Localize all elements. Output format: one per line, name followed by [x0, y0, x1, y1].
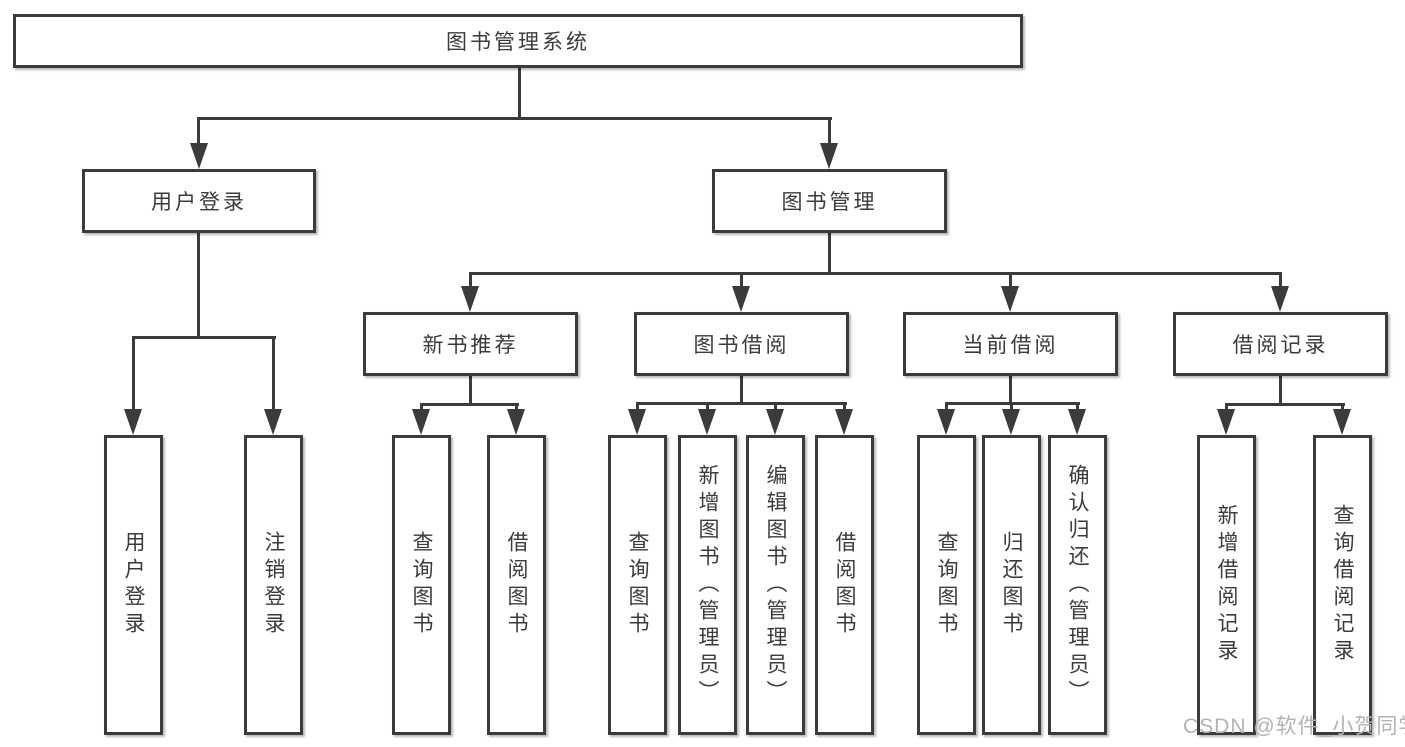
- node-leaf-borrow-books-1: 借阅图书: [487, 435, 546, 735]
- node-book-borrow: 图书借阅: [634, 312, 849, 376]
- node-leaf-borrow-books-1-label: 借阅图书: [505, 531, 528, 639]
- node-book-management-label: 图书管理: [781, 191, 878, 214]
- node-leaf-query-borrow-record-label: 查询借阅记录: [1331, 504, 1354, 666]
- node-leaf-query-books-1: 查询图书: [392, 435, 451, 735]
- node-leaf-add-borrow-record: 新增借阅记录: [1197, 435, 1256, 735]
- arrow-down-leaf-return-book: [1002, 409, 1020, 435]
- connector-leaf-stem: [945, 402, 948, 411]
- node-leaf-logout: 注销登录: [244, 435, 303, 735]
- connector-new-book-stem: [469, 272, 472, 288]
- arrow-down-leaf-query-books-1: [412, 409, 430, 435]
- node-leaf-query-books-3: 查询图书: [917, 435, 976, 735]
- connector-user-login-stem: [197, 117, 200, 144]
- node-leaf-confirm-return-admin-label: 确认归还（管理员）: [1066, 463, 1089, 707]
- node-borrow-records: 借阅记录: [1173, 312, 1388, 376]
- node-library-management-system-label: 图书管理系统: [446, 31, 590, 54]
- arrow-down-leaf-edit-book: [766, 409, 784, 435]
- node-leaf-add-book-admin: 新增图书（管理员）: [678, 435, 737, 735]
- arrow-down-current-borrow: [1001, 286, 1019, 312]
- node-leaf-edit-book-admin: 编辑图书（管理员）: [746, 435, 805, 735]
- connector-leaf-stem: [774, 402, 777, 411]
- connector-leaf-stem: [843, 402, 846, 411]
- node-book-borrow-label: 图书借阅: [693, 334, 790, 357]
- node-leaf-query-borrow-record: 查询借阅记录: [1313, 435, 1372, 735]
- node-user-login: 用户登录: [82, 169, 316, 233]
- node-book-management: 图书管理: [712, 169, 947, 233]
- connector-user-login-hline: [132, 336, 276, 339]
- connector-book-management-stem: [828, 117, 831, 144]
- connector-book-management-hline: [469, 272, 1282, 275]
- node-new-book-recommend: 新书推荐: [363, 312, 578, 376]
- node-current-borrow: 当前借阅: [903, 312, 1118, 376]
- connector-borrow-records-hline: [1225, 403, 1345, 406]
- connector-root-hline: [197, 117, 832, 120]
- connector-root-stub: [518, 68, 521, 120]
- node-current-borrow-label: 当前借阅: [962, 334, 1059, 357]
- node-leaf-query-books-3-label: 查询图书: [935, 531, 958, 639]
- arrow-down-borrow-records: [1271, 286, 1289, 312]
- connector-book-borrow-stem: [740, 272, 743, 288]
- connector-borrow-records-stem: [1279, 272, 1282, 288]
- arrow-down-leaf-add-book: [698, 409, 716, 435]
- node-library-management-system: 图书管理系统: [13, 14, 1023, 68]
- node-new-book-recommend-label: 新书推荐: [422, 334, 519, 357]
- connector-user-login-down: [197, 233, 200, 338]
- arrow-down-leaf-query-books-2: [628, 409, 646, 435]
- connector-borrow-records-down: [1279, 376, 1282, 405]
- arrow-down-leaf-user-login: [124, 409, 142, 435]
- node-leaf-borrow-books-2: 借阅图书: [815, 435, 874, 735]
- node-leaf-logout-label: 注销登录: [262, 531, 285, 639]
- connector-leaf-logout-stem: [272, 336, 275, 410]
- node-leaf-add-borrow-record-label: 新增借阅记录: [1215, 504, 1238, 666]
- connector-leaf-stem: [1225, 403, 1228, 411]
- arrow-down-leaf-borrow-books-2: [835, 409, 853, 435]
- connector-leaf-user-login-stem: [132, 336, 135, 410]
- arrow-down-book-borrow: [732, 286, 750, 312]
- node-leaf-borrow-books-2-label: 借阅图书: [833, 531, 856, 639]
- watermark: CSDN @软件_小贺同学: [1183, 715, 1405, 738]
- node-leaf-query-books-2: 查询图书: [608, 435, 667, 735]
- node-leaf-user-login: 用户登录: [104, 435, 163, 735]
- node-leaf-user-login-label: 用户登录: [122, 531, 145, 639]
- connector-book-borrow-hline: [636, 402, 847, 405]
- arrow-down-book-management: [820, 143, 838, 169]
- connector-new-book-down: [469, 376, 472, 405]
- connector-leaf-stem: [1341, 403, 1344, 411]
- arrow-down-new-book: [461, 286, 479, 312]
- connector-book-borrow-down: [740, 376, 743, 404]
- connector-leaf-stem: [515, 403, 518, 411]
- connector-leaf-stem: [636, 402, 639, 411]
- node-leaf-confirm-return-admin: 确认归还（管理员）: [1048, 435, 1107, 735]
- arrow-down-user-login: [190, 143, 208, 169]
- node-leaf-return-book-label: 归还图书: [1000, 531, 1023, 639]
- connector-leaf-stem: [420, 403, 423, 411]
- node-leaf-return-book: 归还图书: [982, 435, 1041, 735]
- connector-current-borrow-stem: [1009, 272, 1012, 288]
- connector-leaf-stem: [1010, 402, 1013, 411]
- node-leaf-query-books-2-label: 查询图书: [626, 531, 649, 639]
- node-user-login-label: 用户登录: [151, 191, 247, 214]
- arrow-down-leaf-confirm-return: [1068, 409, 1086, 435]
- arrow-down-leaf-logout: [264, 409, 282, 435]
- arrow-down-leaf-query-books-3: [937, 409, 955, 435]
- connector-current-borrow-down: [1009, 376, 1012, 404]
- connector-new-book-hline: [420, 403, 519, 406]
- node-leaf-add-book-admin-label: 新增图书（管理员）: [696, 463, 719, 707]
- node-leaf-query-books-1-label: 查询图书: [410, 531, 433, 639]
- arrow-down-leaf-query-record: [1333, 409, 1351, 435]
- connector-leaf-stem: [1076, 402, 1079, 411]
- connector-book-management-down: [828, 233, 831, 274]
- connector-leaf-stem: [706, 402, 709, 411]
- node-borrow-records-label: 借阅记录: [1232, 334, 1329, 357]
- node-leaf-edit-book-admin-label: 编辑图书（管理员）: [764, 463, 787, 707]
- arrow-down-leaf-borrow-books-1: [507, 409, 525, 435]
- arrow-down-leaf-add-record: [1217, 409, 1235, 435]
